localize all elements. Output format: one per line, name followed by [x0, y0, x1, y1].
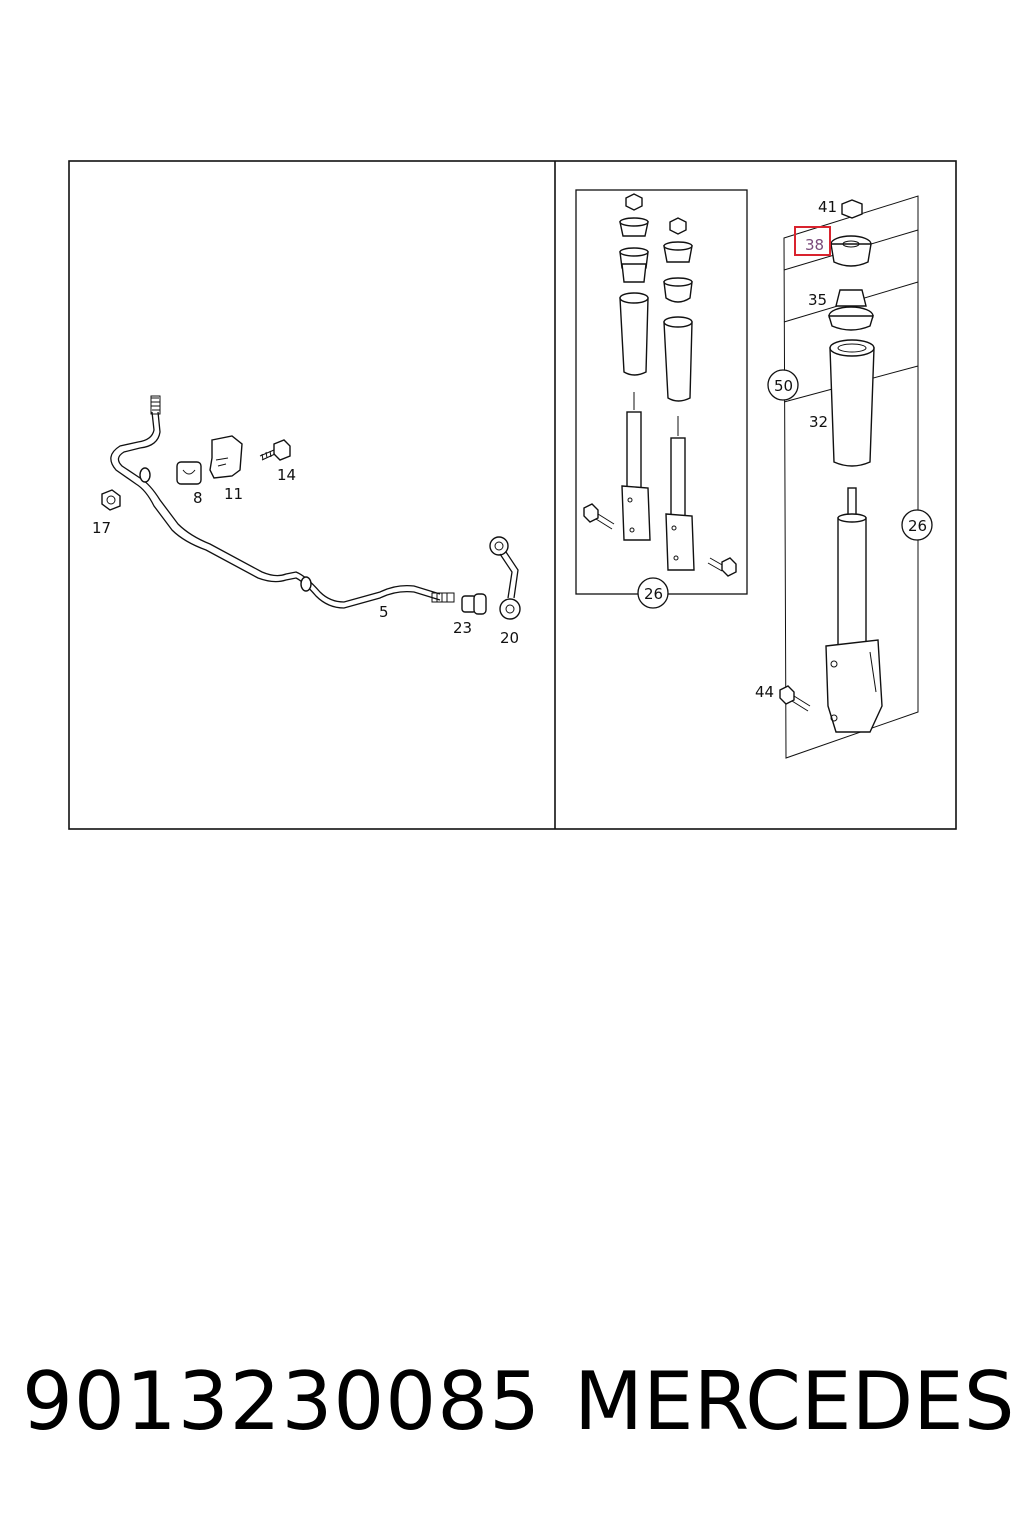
dust-boot-part-32	[829, 339, 875, 467]
bolt-part-14	[259, 439, 291, 461]
bolt-group-left	[583, 503, 615, 530]
bolt-group-right	[707, 557, 737, 577]
bracket-part-11	[209, 435, 243, 479]
stabilizer-bar-end-right	[431, 592, 455, 603]
callout-circle-26-group	[637, 577, 669, 609]
label-32: 32	[809, 413, 828, 431]
label-35: 35	[808, 291, 827, 309]
label-41: 41	[818, 198, 837, 216]
strut-column-a	[619, 193, 651, 541]
mount-part-38	[830, 235, 872, 267]
label-44: 44	[755, 683, 774, 701]
label-17: 17	[92, 519, 111, 537]
stabilizer-bar-end-top	[150, 395, 161, 415]
label-38: 38	[805, 236, 824, 254]
strut-column-b	[663, 217, 695, 571]
callout-circle-26	[901, 509, 933, 541]
label-20: 20	[500, 629, 519, 647]
nut-part-41	[841, 199, 863, 219]
part-number: 9013230085	[22, 1355, 541, 1448]
bushing-part-23	[461, 593, 487, 615]
shock-absorber-part-26	[825, 487, 883, 733]
label-8: 8	[193, 489, 203, 507]
link-rod-part-20	[489, 536, 521, 620]
diagram-frame	[68, 160, 957, 830]
bolt-part-44	[779, 685, 811, 712]
brand-name: MERCEDES	[574, 1355, 1015, 1448]
label-5: 5	[379, 603, 389, 621]
label-11: 11	[224, 485, 243, 503]
nut-part-17	[101, 489, 121, 511]
bushing-part-8	[176, 461, 202, 485]
label-26: 26	[908, 517, 927, 535]
highlight-box-38	[794, 226, 831, 256]
label-50: 50	[774, 377, 793, 395]
bump-stop-part-35	[828, 289, 874, 331]
callout-circle-50	[767, 369, 799, 401]
label-23: 23	[453, 619, 472, 637]
label-14: 14	[277, 466, 296, 484]
stabilizer-bar	[110, 395, 455, 609]
label-26-group: 26	[644, 585, 663, 603]
